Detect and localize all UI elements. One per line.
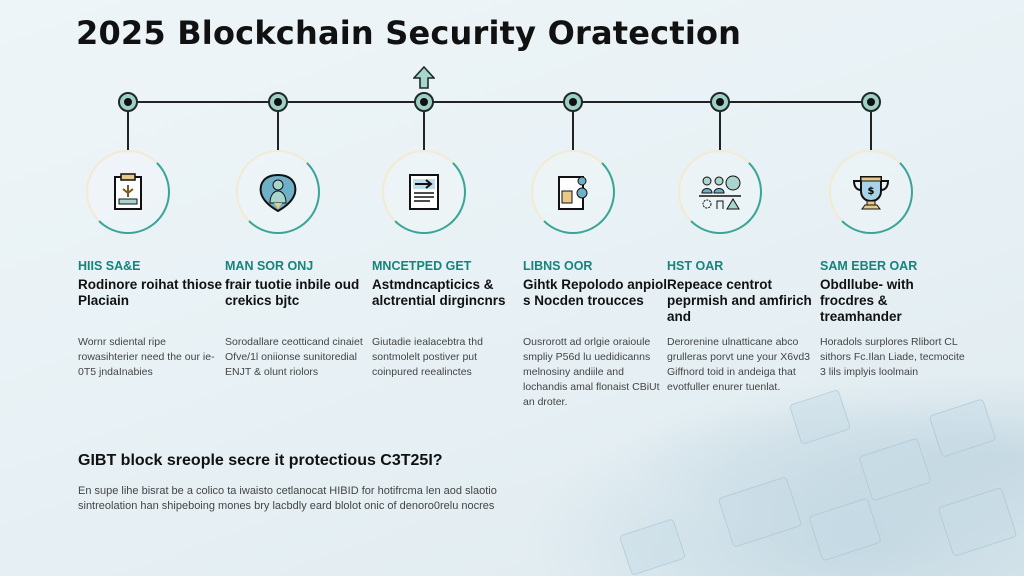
step-tag: MAN SOR ONJ — [225, 259, 314, 273]
arrow-up-icon — [413, 66, 435, 89]
step-tag: HST OAR — [667, 259, 724, 273]
svg-text:$: $ — [868, 186, 875, 197]
step-icon-circle — [678, 150, 762, 234]
faq-answer: En supe lihe bisrat be a colico ta iwais… — [78, 485, 497, 512]
timeline-step: MNCETPED GET Astmdncapticics & alctrenti… — [372, 259, 517, 380]
timeline-connector — [719, 112, 721, 150]
trophy-icon: $ — [852, 176, 890, 210]
timeline-node — [118, 92, 138, 112]
timeline-step: LIBNS OOR Gihtk Repolodo anpiol s Nocden… — [523, 259, 668, 410]
step-description: Ousrorott ad orlgie oraioule smpliy P56d… — [523, 336, 660, 408]
timeline-node — [414, 92, 434, 112]
timeline-line — [128, 101, 872, 103]
step-icon-circle — [236, 150, 320, 234]
timeline-step: HST OAR Repeace centrot peprmish and amf… — [667, 259, 812, 395]
step-heading: Astmdncapticics & alctrential dirgincnrs — [372, 277, 506, 308]
step-description: Giutadie iealacebtra thd sontmolelt post… — [372, 336, 483, 378]
team-icon — [699, 175, 741, 210]
timeline-connector — [870, 112, 872, 150]
timeline-step: HIIS SA&E Rodinore roihat thiose Placiai… — [78, 259, 223, 380]
timeline-step: SAM EBER OAR Obdllube- with frocdres & t… — [820, 259, 965, 380]
timeline-node — [861, 92, 881, 112]
step-heading: Gihtk Repolodo anpiol s Nocden troucces — [523, 277, 667, 308]
tablet-network-icon — [558, 176, 588, 210]
timeline-node — [268, 92, 288, 112]
timeline-connector — [572, 112, 574, 150]
step-description: Derorenine ulnatticane abco grulleras po… — [667, 336, 810, 393]
step-heading: Obdllube- with frocdres & treamhander — [820, 277, 914, 324]
faq-question: GIBT block sreople secre it protectious … — [78, 452, 443, 469]
clipboard-icon — [114, 173, 142, 210]
timeline-node — [563, 92, 583, 112]
step-heading: Rodinore roihat thiose Placiain — [78, 277, 223, 308]
step-icon-circle — [382, 150, 466, 234]
page-title: 2025 Blockchain Security Oratection — [76, 14, 742, 52]
step-description: Wornr sdiental ripe rowasihterier need t… — [78, 336, 215, 378]
shield-person-icon — [259, 173, 297, 213]
step-tag: LIBNS OOR — [523, 259, 593, 273]
timeline-connector — [277, 112, 279, 150]
step-description: Horadols surplores Rlibort CL sithors Fc… — [820, 336, 965, 378]
decorative-cubes-background — [464, 376, 1024, 576]
document-arrow-icon — [409, 174, 439, 210]
step-heading: Repeace centrot peprmish and amfirich an… — [667, 277, 812, 324]
step-heading: frair tuotie inbile oud crekics bjtc — [225, 277, 360, 308]
step-description: Sorodallare ceotticand cinaiet Ofve/1l o… — [225, 336, 363, 378]
step-icon-circle: $ — [829, 150, 913, 234]
timeline-connector — [423, 112, 425, 150]
timeline-connector — [127, 112, 129, 150]
step-tag: SAM EBER OAR — [820, 259, 918, 273]
step-tag: HIIS SA&E — [78, 259, 141, 273]
timeline-step: MAN SOR ONJ frair tuotie inbile oud crek… — [225, 259, 370, 380]
timeline-node — [710, 92, 730, 112]
step-icon-circle — [86, 150, 170, 234]
step-icon-circle — [531, 150, 615, 234]
step-tag: MNCETPED GET — [372, 259, 472, 273]
